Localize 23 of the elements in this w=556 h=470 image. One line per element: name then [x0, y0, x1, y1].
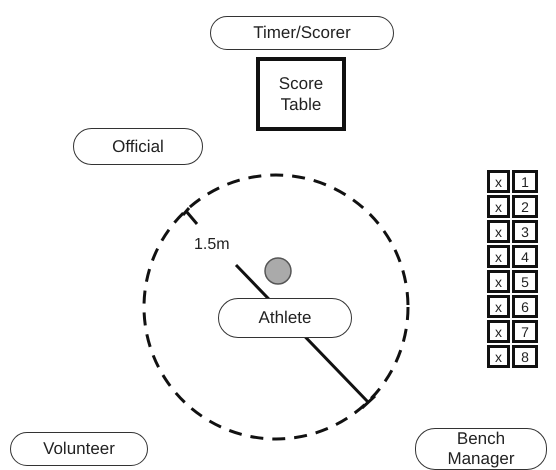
role-label: Bench Manager: [415, 428, 547, 470]
bench-seat: x: [487, 220, 510, 243]
role-label: Volunteer: [10, 432, 148, 466]
bench-seat: 7: [512, 320, 538, 343]
bench-seat: 8: [512, 345, 538, 368]
bench-seat: x: [487, 170, 510, 193]
bench-seat: 6: [512, 295, 538, 318]
bench-seat: x: [487, 270, 510, 293]
role-label: Official: [73, 128, 203, 165]
score-table: Score Table: [256, 57, 346, 131]
bench-seat: 1: [512, 170, 538, 193]
role-label: Athlete: [218, 298, 352, 338]
bench-seat: x: [487, 345, 510, 368]
bench-seat: 5: [512, 270, 538, 293]
bench-seat: x: [487, 320, 510, 343]
bench-seat: x: [487, 195, 510, 218]
bench-seat: x: [487, 245, 510, 268]
bench-seat: 2: [512, 195, 538, 218]
role-label: Timer/Scorer: [210, 16, 394, 50]
bench-seat: 3: [512, 220, 538, 243]
bench-seat: 4: [512, 245, 538, 268]
dimension-label: 1.5m: [194, 236, 230, 254]
bench-seat: x: [487, 295, 510, 318]
